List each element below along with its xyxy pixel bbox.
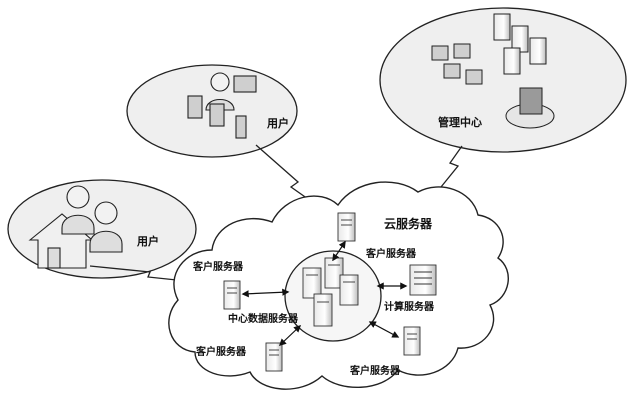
client-server-top-label: 客户服务器 <box>365 247 417 260</box>
management-center-icon <box>431 13 555 129</box>
client-server-bottom-right-icon <box>403 326 421 356</box>
link-management-to-cloud <box>440 145 463 188</box>
arrow-central-to-bottom-left-client <box>278 325 302 346</box>
user-devices-label: 用户 <box>267 116 289 130</box>
client-server-bottom-left-label: 客户服务器 <box>195 345 247 358</box>
management-center-bubble <box>379 7 627 153</box>
central-server-label: 中心数据服务器 <box>228 312 299 325</box>
client-server-left-icon <box>223 280 241 310</box>
client-server-bottom-left-icon <box>265 342 283 372</box>
management-center-label: 管理中心 <box>438 115 482 129</box>
users-icon <box>61 185 123 253</box>
user-home-bubble <box>7 179 197 279</box>
client-server-bottom-right-label: 客户服务器 <box>349 364 401 377</box>
arrow-central-to-left-client <box>241 288 290 298</box>
client-server-top-icon <box>337 212 356 242</box>
user-devices-icon <box>187 72 257 139</box>
user-home-label: 用户 <box>137 234 159 248</box>
central-server-rack-icon <box>302 257 359 327</box>
client-server-left-label: 客户服务器 <box>192 260 244 273</box>
arrow-central-to-bottom-right-client <box>368 321 400 338</box>
compute-server-icon <box>409 264 437 296</box>
compute-server-label: 计算服务器 <box>384 300 435 313</box>
cloud-label: 云服务器 <box>384 216 433 231</box>
arrow-central-to-top-client <box>332 240 346 262</box>
